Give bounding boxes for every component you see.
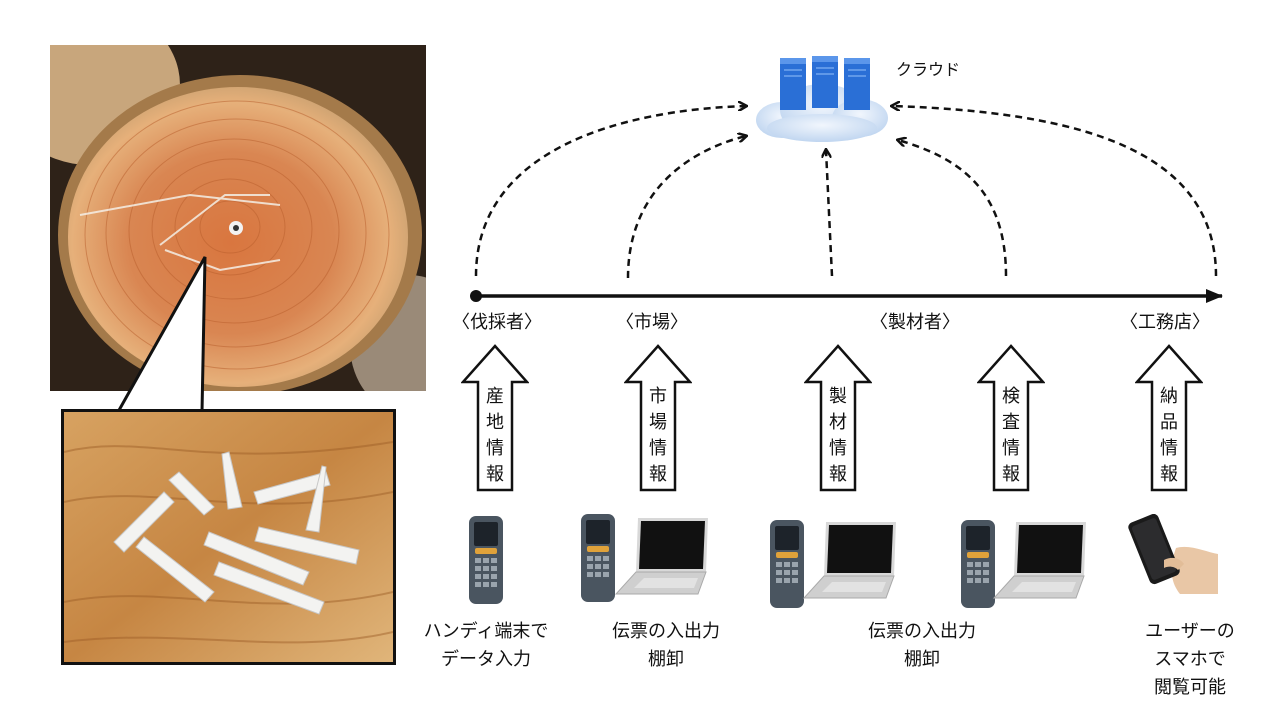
stage-builder: 〈工務店〉 xyxy=(1120,312,1210,333)
arrow-char: 情 xyxy=(829,438,847,459)
caption-sawmill-slip: 伝票の入出力 棚卸 xyxy=(852,618,992,674)
laptop-icon xyxy=(992,522,1086,599)
arrow-char: 報 xyxy=(1002,464,1020,485)
arrow-char: 情 xyxy=(486,438,504,459)
handheld-terminal-icon xyxy=(770,520,804,608)
caption-line: 伝票の入出力 xyxy=(612,621,720,642)
handheld-terminal-icon xyxy=(961,520,995,608)
arrow-char: 情 xyxy=(1160,438,1178,459)
plastic-pegs-photo xyxy=(61,409,396,665)
arrow-char: 報 xyxy=(486,464,504,485)
caption-line: 棚卸 xyxy=(648,649,684,670)
handheld-terminal-icon xyxy=(581,514,615,602)
arrow-char: 検 xyxy=(1002,386,1020,407)
arrow-char: 産 xyxy=(486,386,504,407)
caption-line: ユーザーの xyxy=(1145,621,1235,642)
arrow-char: 材 xyxy=(829,412,847,433)
log-cross-section-photo xyxy=(50,45,426,391)
info-arrow-inspection: 検 査 情 報 xyxy=(977,344,1045,492)
cloud-label: クラウド xyxy=(896,60,961,79)
arrow-char: 品 xyxy=(1160,412,1178,433)
arrow-char: 製 xyxy=(829,386,847,407)
arrow-char: 情 xyxy=(1002,438,1020,459)
info-arrow-sawmill: 製 材 情 報 xyxy=(804,344,872,492)
caption-market-slip: 伝票の入出力 棚卸 xyxy=(596,618,736,674)
caption-handheld: ハンディ端末で データ入力 xyxy=(418,618,554,674)
caption-line: 伝票の入出力 xyxy=(868,621,976,642)
arrow-char: 報 xyxy=(1160,464,1178,485)
arrow-char: 情 xyxy=(649,438,667,459)
arrow-char: 報 xyxy=(829,464,847,485)
caption-line: スマホで xyxy=(1154,649,1226,670)
laptop-icon xyxy=(802,522,896,599)
laptop-icon xyxy=(614,518,708,595)
dashed-arrow-sawmill xyxy=(826,150,834,277)
dashed-arrow-logger xyxy=(474,106,746,277)
stage-sawmill: 〈製材者〉 xyxy=(870,312,960,333)
smartphone-in-hand-icon xyxy=(1128,514,1218,594)
dashed-arrow-inspection xyxy=(898,140,1008,277)
arrow-char: 報 xyxy=(649,464,667,485)
caption-line: ハンディ端末で xyxy=(423,621,549,642)
arrow-char: 市 xyxy=(649,386,667,407)
handheld-terminal-icon xyxy=(469,516,503,604)
info-arrow-market: 市 場 情 報 xyxy=(624,344,692,492)
arrow-char: 地 xyxy=(486,412,504,433)
stage-logger: 〈伐採者〉 xyxy=(452,312,542,333)
stage-market: 〈市場〉 xyxy=(616,312,688,333)
dashed-arrow-builder xyxy=(892,106,1218,277)
timeline-start-dot xyxy=(470,290,482,302)
caption-line: 棚卸 xyxy=(904,649,940,670)
info-arrow-origin: 産 地 情 報 xyxy=(461,344,529,492)
arrow-char: 場 xyxy=(649,412,667,433)
info-arrow-delivery: 納 品 情 報 xyxy=(1135,344,1203,492)
caption-line: データ入力 xyxy=(441,649,531,670)
caption-user-smartphone: ユーザーの スマホで 閲覧可能 xyxy=(1128,618,1252,702)
cloud-servers-icon xyxy=(756,56,888,142)
arrow-char: 査 xyxy=(1002,412,1020,433)
arrow-char: 納 xyxy=(1160,386,1178,407)
dashed-arrow-market xyxy=(626,136,746,279)
caption-line: 閲覧可能 xyxy=(1154,677,1226,698)
